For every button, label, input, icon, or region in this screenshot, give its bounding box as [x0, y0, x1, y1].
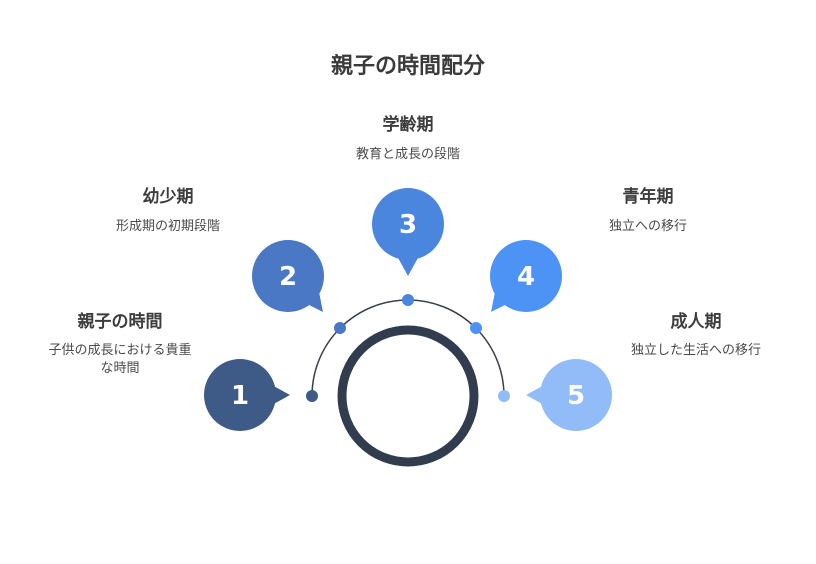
center-ring — [337, 325, 479, 467]
diagram-title: 親子の時間配分 — [330, 54, 485, 79]
stage-2-number: 2 — [279, 262, 297, 292]
stage-4-heading: 青年期 — [622, 187, 674, 207]
stage-2-heading: 幼少期 — [142, 187, 194, 207]
arc-dot-3 — [402, 294, 414, 306]
stage-3-heading: 学齢期 — [382, 115, 434, 135]
arc-dot-2 — [334, 322, 346, 334]
stage-4-description: 独立への移行 — [608, 219, 687, 234]
arc-dot-4 — [470, 322, 482, 334]
stage-2-bubble: 2 — [252, 240, 324, 312]
stage-1-heading: 親子の時間 — [77, 312, 163, 332]
stage-4-number: 4 — [517, 262, 535, 292]
stage-1-description: 子供の成長における貴重な時間 — [48, 343, 192, 376]
stage-2-description: 形成期の初期段階 — [115, 219, 220, 234]
stage-5-bubble: 5 — [526, 359, 612, 431]
arc-dot-5 — [498, 390, 510, 402]
stage-1-number: 1 — [231, 381, 249, 411]
stage-4-bubble: 4 — [490, 240, 562, 312]
arc-dot-1 — [306, 390, 318, 402]
stage-1-bubble: 1 — [204, 359, 290, 431]
stage-5-number: 5 — [567, 381, 585, 411]
stage-3-number: 3 — [399, 210, 417, 240]
stage-3-bubble: 3 — [372, 188, 444, 276]
stage-3-description: 教育と成長の段階 — [355, 147, 460, 162]
stage-5-heading: 成人期 — [670, 312, 722, 332]
stage-5-description: 独立した生活への移行 — [630, 343, 761, 358]
